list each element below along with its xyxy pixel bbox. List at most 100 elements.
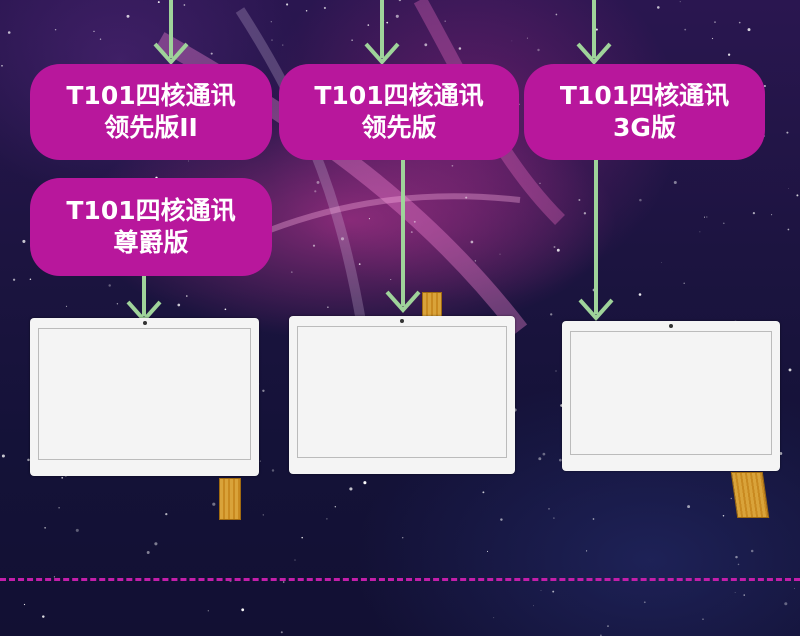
panel-screen-area: [570, 331, 772, 455]
star: [548, 508, 550, 510]
star: [684, 28, 687, 31]
star: [451, 164, 454, 167]
star: [787, 228, 790, 231]
star: [706, 216, 708, 218]
star: [316, 180, 320, 184]
star: [207, 610, 209, 612]
star: [794, 588, 795, 589]
star: [424, 43, 428, 47]
touch-panel-image: [30, 318, 259, 476]
down-arrow-icon: [578, 160, 614, 322]
star: [224, 308, 227, 311]
model-label-3g: T101四核通讯 3G版: [524, 64, 765, 160]
star: [390, 278, 392, 280]
touch-panel-image: [562, 321, 780, 471]
star: [730, 497, 733, 500]
model-label-line2: 尊爵版: [113, 228, 189, 257]
star: [177, 303, 181, 307]
star: [607, 625, 609, 627]
star: [398, 0, 402, 2]
flex-cable-icon: [219, 478, 241, 520]
star: [99, 38, 102, 40]
star: [259, 460, 261, 462]
down-arrow-icon: [385, 160, 421, 314]
star: [27, 458, 30, 462]
star: [539, 182, 541, 184]
star: [340, 237, 345, 241]
star: [538, 457, 542, 461]
model-label-line1: T101四核通讯: [314, 81, 484, 110]
star: [7, 31, 11, 34]
star: [165, 512, 168, 516]
star: [796, 194, 799, 197]
star: [711, 37, 714, 40]
star: [743, 594, 745, 596]
star: [747, 28, 751, 32]
model-label-premium: T101四核通讯 尊爵版: [30, 178, 272, 276]
star: [679, 1, 681, 3]
star: [511, 40, 513, 42]
star: [537, 48, 540, 52]
star: [146, 551, 150, 554]
star: [555, 13, 558, 16]
star: [657, 6, 660, 9]
star: [727, 53, 731, 56]
star: [595, 28, 598, 31]
star: [58, 506, 60, 509]
star: [314, 190, 317, 193]
star: [358, 263, 361, 265]
star: [301, 536, 303, 539]
star: [556, 248, 560, 252]
star: [555, 370, 557, 372]
star: [771, 214, 773, 216]
star: [470, 240, 474, 244]
star: [212, 502, 216, 506]
star: [784, 602, 788, 606]
star: [157, 1, 160, 4]
star: [552, 590, 555, 593]
star: [722, 222, 725, 225]
star: [737, 563, 740, 566]
star: [42, 615, 45, 618]
star: [93, 30, 95, 32]
star: [687, 505, 691, 509]
star: [241, 608, 245, 612]
star: [1, 454, 5, 458]
dashed-divider: [0, 578, 800, 581]
star: [639, 198, 642, 202]
down-arrow-icon: [153, 0, 189, 66]
star: [326, 518, 328, 520]
star: [735, 555, 738, 559]
model-label-line2: 3G版: [613, 113, 676, 142]
star: [458, 47, 462, 50]
star: [327, 306, 329, 308]
star: [280, 631, 283, 634]
star: [29, 278, 32, 281]
star: [294, 559, 296, 561]
star: [54, 28, 57, 31]
star: [188, 160, 189, 162]
star: [186, 295, 188, 297]
star: [395, 14, 399, 18]
touch-panel-image: [289, 316, 515, 474]
model-label-line1: T101四核通讯: [66, 196, 236, 225]
star: [499, 253, 501, 255]
panel-screen-area: [297, 326, 507, 458]
star: [482, 491, 485, 494]
star: [271, 469, 275, 472]
star: [367, 24, 370, 26]
star: [1, 64, 3, 67]
star: [559, 458, 562, 462]
star: [714, 21, 716, 23]
star: [334, 506, 336, 508]
front-camera-icon: [142, 321, 147, 325]
model-label-leading: T101四核通讯 领先版: [279, 64, 519, 160]
star: [116, 303, 119, 305]
panel-screen-area: [38, 328, 251, 460]
star: [44, 527, 46, 529]
star: [673, 181, 677, 184]
star: [486, 550, 489, 552]
star: [553, 517, 555, 519]
star: [108, 284, 111, 287]
star: [788, 368, 792, 372]
